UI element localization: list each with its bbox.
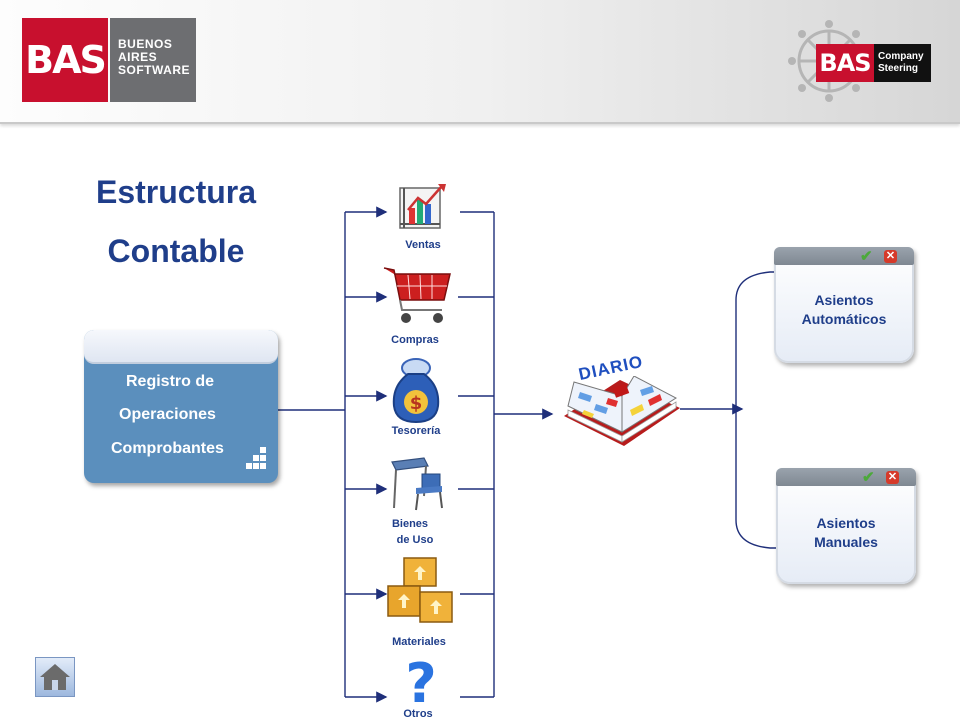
- cs-line-2: Steering: [878, 63, 919, 74]
- card-line-2: Manuales: [814, 534, 878, 550]
- money-bag-icon[interactable]: $: [388, 356, 444, 424]
- close-icon: ✕: [884, 250, 897, 263]
- check-icon: ✔: [860, 248, 873, 265]
- svg-text:$: $: [410, 393, 423, 414]
- desk-chair-icon[interactable]: [384, 452, 448, 516]
- asientos-manuales-card[interactable]: ✔ ✕ Asientos Manuales: [776, 468, 916, 584]
- box-text-line-1: Registro de: [126, 373, 215, 390]
- label-ventas: Ventas: [405, 239, 441, 251]
- label-compras: Compras: [391, 334, 439, 346]
- label-materiales: Materiales: [392, 636, 446, 648]
- header-bar: BAS BUENOS AIRES SOFTWARE BAS Company St…: [0, 0, 960, 124]
- logo-line-1: BUENOS: [118, 37, 173, 51]
- label-tesoreria: Tesorería: [391, 425, 441, 437]
- company-steering-logo-mark: BAS: [816, 44, 874, 82]
- card-line-1: Asientos: [814, 292, 874, 308]
- logo-line-2: AIRES: [118, 50, 158, 64]
- registro-operaciones-box[interactable]: Registro de Operaciones Comprobantes: [84, 330, 278, 483]
- company-steering-logo-text: Company Steering: [874, 44, 931, 82]
- close-icon: ✕: [886, 471, 899, 484]
- boxes-icon[interactable]: [386, 556, 456, 630]
- shopping-cart-icon[interactable]: [378, 262, 456, 328]
- label-otros: Otros: [403, 708, 433, 720]
- cs-line-1: Company: [878, 51, 924, 62]
- card-header: [774, 247, 914, 265]
- home-button[interactable]: [35, 657, 75, 697]
- box-text-line-2: Operaciones: [119, 406, 216, 423]
- page-title-line-2: Contable: [107, 233, 245, 269]
- bas-logo-text: BUENOS AIRES SOFTWARE: [110, 18, 196, 102]
- label-bienes-line-1: Bienes: [391, 518, 429, 530]
- label-bienes-line-2: de Uso: [396, 534, 434, 546]
- asientos-automaticos-card[interactable]: ✔ ✕ Asientos Automáticos: [774, 247, 914, 363]
- logo-line-3: SOFTWARE: [118, 63, 190, 77]
- svg-text:?: ?: [405, 652, 436, 708]
- dots-icon: [246, 447, 270, 475]
- box-text-line-3: Comprobantes: [111, 440, 224, 457]
- check-icon: ✔: [862, 469, 875, 486]
- box-tab: [84, 330, 278, 364]
- page-title-line-1: Estructura: [95, 174, 257, 210]
- open-book-icon[interactable]: [560, 376, 684, 460]
- card-text: Asientos Automáticos: [776, 291, 912, 329]
- card-text: Asientos Manuales: [778, 514, 914, 552]
- bas-logo-mark: BAS: [22, 18, 108, 102]
- card-header: [776, 468, 916, 486]
- chart-icon[interactable]: [394, 180, 450, 232]
- card-line-2: Automáticos: [801, 311, 887, 327]
- home-icon: [40, 664, 70, 690]
- card-line-1: Asientos: [816, 515, 876, 531]
- question-mark-icon[interactable]: ?: [400, 652, 442, 708]
